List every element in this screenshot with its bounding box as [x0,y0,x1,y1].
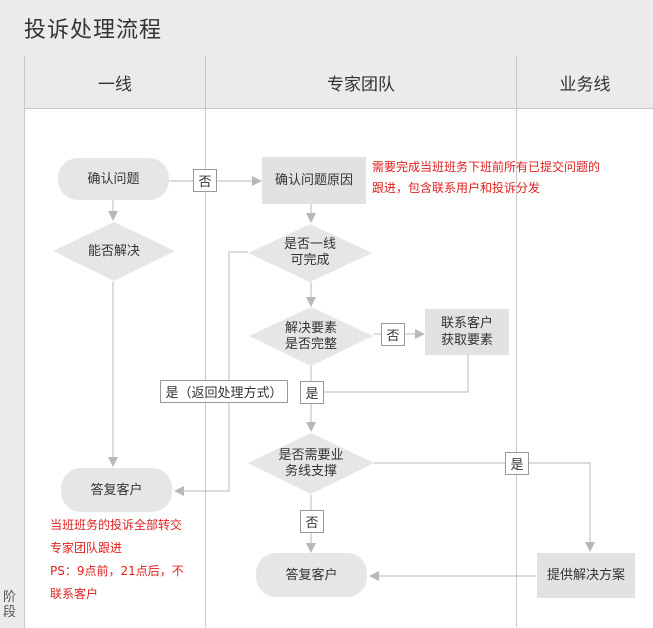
note-line: 当班班务的投诉全部转交 [50,518,183,532]
lane-header-first-line: 一线 [25,56,205,109]
node-confirm-cause: 确认问题原因 [262,157,366,204]
lane-header-expert-team: 专家团队 [206,56,516,109]
node-label: 确认问题 [87,171,140,187]
lane-divider [516,56,517,627]
arrow-firstline-return [174,251,248,496]
edge-label-no: 否 [300,510,324,533]
node-label: 确认问题原因 [274,173,353,188]
node-reply-customer-expert: 答复客户 [256,553,367,597]
node-label: 能否解决 [87,243,140,259]
note-confirm-cause: 需要完成当班班务下班前所有已提交问题的 跟进，包含联系用户和投诉分发 [372,157,600,199]
edge-label-no: 否 [193,169,217,192]
node-label: 联系客户 获取要素 [440,316,493,348]
arrow-support-to-solution [374,462,595,552]
note-line: 联系客户 [50,587,99,601]
node-reply-customer-first-line: 答复客户 [61,468,172,512]
node-label: 解决要素 是否完整 [284,320,337,352]
node-confirm-issue: 确认问题 [58,158,169,200]
note-line: 需要完成当班班务下班前所有已提交问题的 [372,160,601,174]
node-label: 答复客户 [90,482,143,498]
edge-label-yes: 是 [300,381,324,404]
stage-label: 阶段 [3,590,17,620]
lane-label: 业务线 [559,74,611,95]
arrow-contact-return [321,355,469,393]
node-need-business-support: 是否需要业 务线支撑 [247,432,375,495]
node-can-resolve: 能否解决 [52,221,176,282]
node-label: 是否需要业 务线支撑 [278,447,344,479]
node-contact-customer: 联系客户 获取要素 [425,309,509,355]
node-elements-complete: 解决要素 是否完整 [248,306,374,367]
lane-divider [205,56,206,627]
edge-label-yes-return: 是（返回处理方式） [160,380,288,403]
note-line: PS：9点前，21点后，不 [50,564,184,578]
node-label: 答复客户 [285,567,338,583]
node-label: 是否一线 可完成 [283,237,336,268]
note-reply-customer: 当班班务的投诉全部转交 专家团队跟进 PS：9点前，21点后，不 联系客户 [50,514,184,606]
edge-label-yes: 是 [505,452,529,475]
lane-label: 一线 [98,74,132,95]
edge-label-no: 否 [381,323,405,346]
page-title: 投诉处理流程 [24,18,163,43]
note-line: 跟进，包含联系用户和投诉分发 [372,181,541,195]
lane-label: 专家团队 [327,74,395,95]
note-line: 专家团队跟进 [50,541,123,555]
node-provide-solution: 提供解决方案 [537,553,635,598]
node-first-line-can-finish: 是否一线 可完成 [247,223,373,283]
lane-header-business-line: 业务线 [517,56,653,109]
node-label: 提供解决方案 [546,568,625,583]
